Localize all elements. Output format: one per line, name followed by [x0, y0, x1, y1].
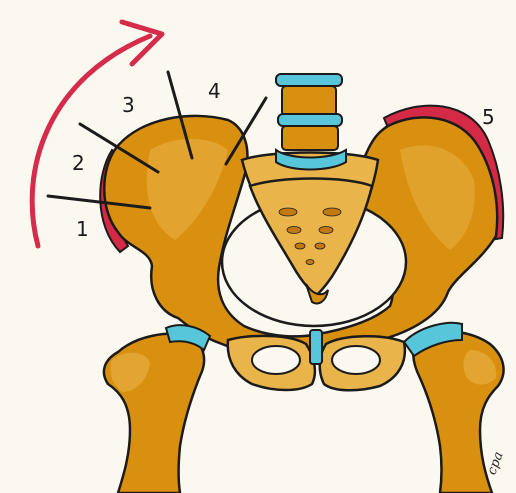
label-1: 1 [76, 217, 89, 241]
label-2: 2 [72, 151, 85, 175]
artist-signature: cpa [485, 450, 507, 477]
pubic-symphysis [310, 330, 322, 364]
label-4: 4 [208, 79, 221, 103]
label-5: 5 [482, 105, 495, 129]
left-obturator-foramen [252, 346, 300, 374]
label-3: 3 [122, 93, 135, 117]
right-obturator-foramen [332, 346, 380, 374]
